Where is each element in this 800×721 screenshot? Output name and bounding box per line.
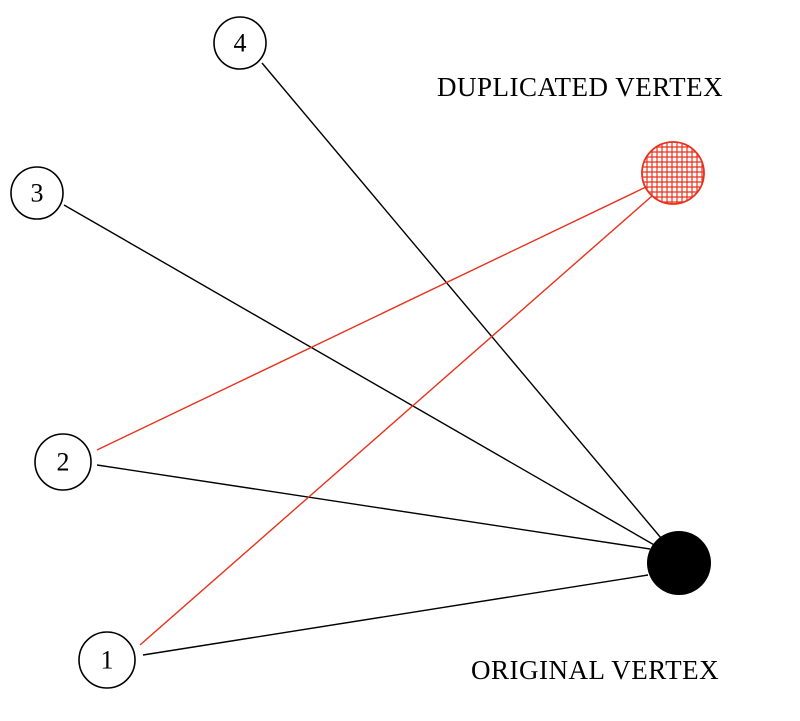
edge-3-to-orig — [63, 204, 657, 547]
edge-2-to-dup — [96, 186, 647, 451]
original-vertex-caption: ORIGINAL VERTEX — [471, 655, 719, 685]
node-1-label: 1 — [101, 646, 114, 675]
node-2-circle — [34, 433, 92, 491]
duplicated-vertex-outline — [641, 141, 705, 205]
edges-layer — [63, 62, 662, 656]
original-vertex — [647, 531, 711, 595]
node-1: 1 — [78, 631, 136, 689]
node-2: 2 — [34, 433, 92, 491]
edge-2-to-orig — [96, 464, 651, 550]
edge-1-to-dup — [139, 195, 653, 646]
node-3-label: 3 — [31, 179, 44, 208]
node-2-label: 2 — [57, 448, 70, 477]
node-4: 4 — [213, 16, 267, 70]
duplicated-vertex — [641, 141, 705, 205]
node-4-circle — [213, 16, 267, 70]
edge-4-to-orig — [261, 62, 662, 539]
edge-1-to-orig — [142, 574, 649, 656]
node-4-label: 4 — [234, 29, 247, 58]
duplicated-vertex-caption: DUPLICATED VERTEX — [437, 72, 723, 102]
node-1-circle — [78, 631, 136, 689]
node-3-circle — [10, 166, 64, 220]
node-3: 3 — [10, 166, 64, 220]
